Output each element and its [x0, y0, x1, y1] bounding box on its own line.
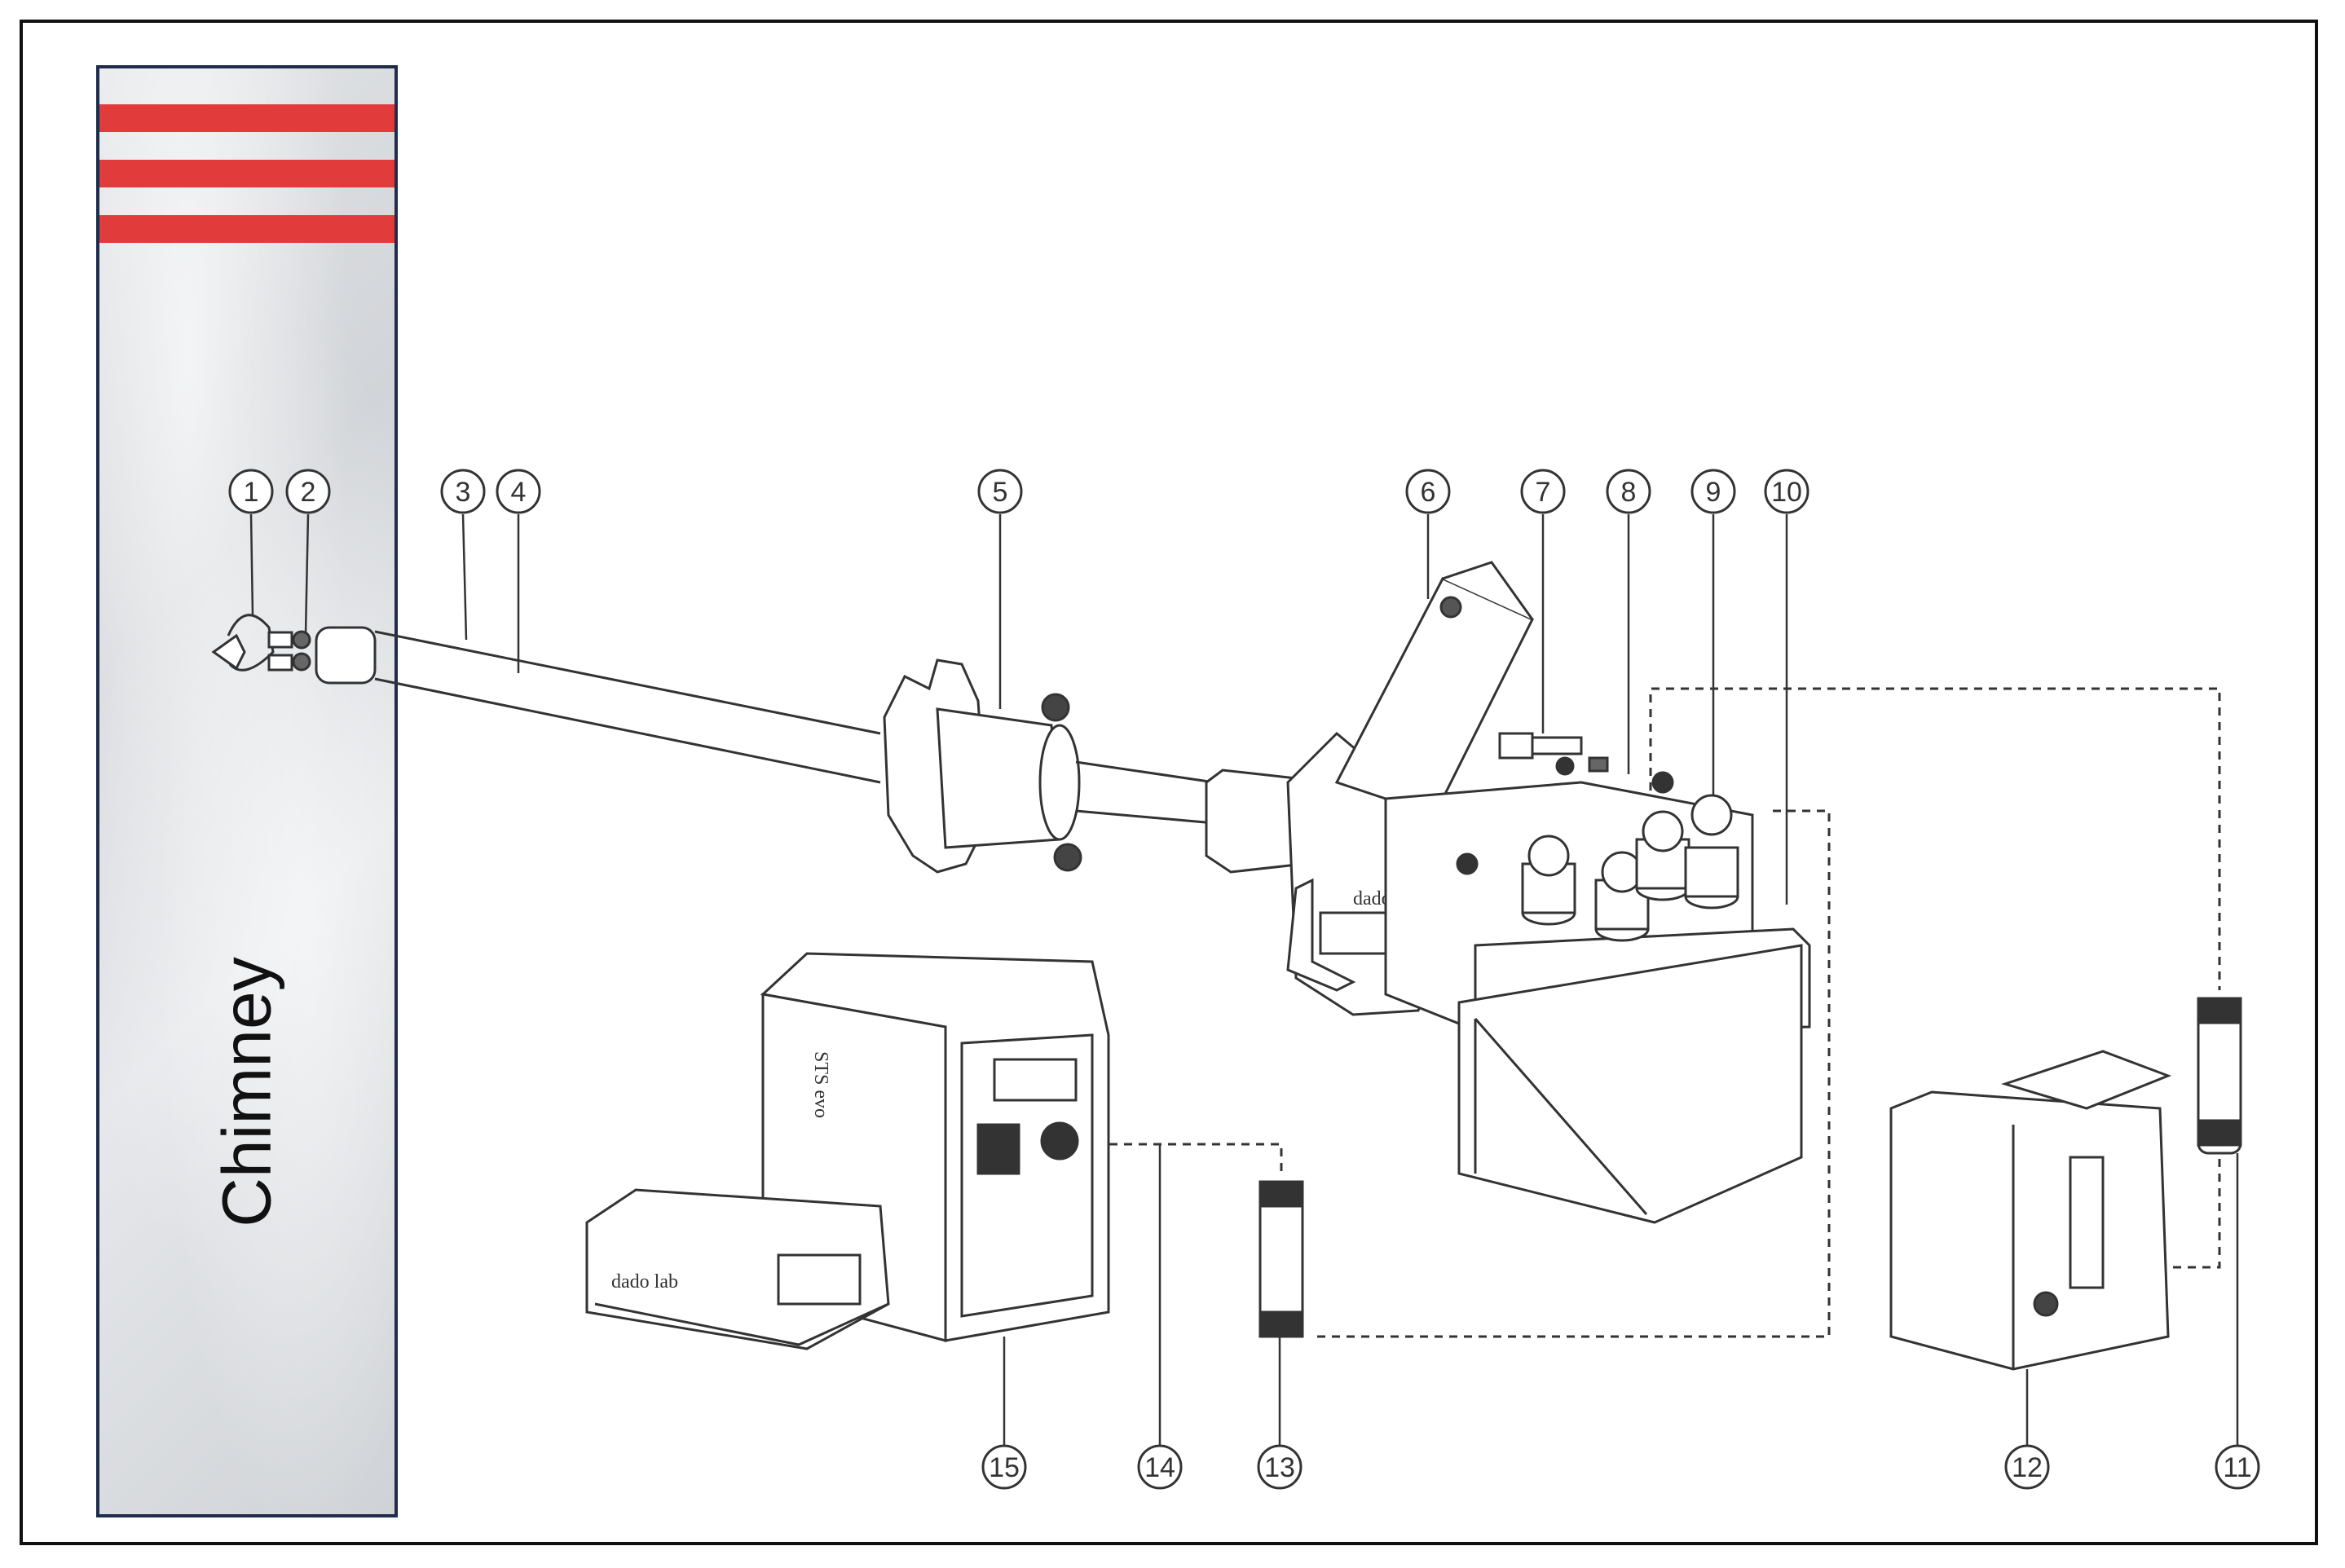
callout-number: 5	[993, 477, 1008, 508]
callout-3: 3	[440, 469, 486, 514]
connection-fitting	[1498, 732, 1609, 776]
callout-number: 10	[1771, 477, 1802, 508]
callout-2: 2	[285, 469, 331, 514]
callout-14: 14	[1137, 1444, 1183, 1490]
sampling-pump-15: STS evo dado lab	[585, 952, 1110, 1350]
callout-15: 15	[981, 1444, 1027, 1490]
callout-circle	[1257, 1444, 1303, 1490]
chimney-stripe	[99, 215, 395, 243]
callout-circle	[496, 469, 541, 514]
callout-6: 6	[1405, 469, 1451, 514]
callout-circle	[2215, 1444, 2260, 1490]
callout-12: 12	[2004, 1444, 2050, 1490]
callout-circle	[440, 469, 486, 514]
callout-circle	[1405, 469, 1451, 514]
brand-label-case: dado lab	[611, 1271, 678, 1293]
callout-number: 11	[2223, 1452, 2251, 1483]
gas-sampler-12	[1889, 1050, 2172, 1371]
callout-circle	[1137, 1444, 1183, 1490]
callout-number: 8	[1621, 477, 1637, 508]
callout-number: 6	[1421, 477, 1436, 508]
sampling-nozzle	[211, 614, 311, 672]
model-label-case: STS evo	[810, 1051, 831, 1118]
callout-circle	[228, 469, 274, 514]
callout-circle	[2004, 1444, 2050, 1490]
chimney-wall	[96, 65, 398, 1517]
callout-circle	[981, 1444, 1027, 1490]
callout-7: 7	[1520, 469, 1566, 514]
callout-10: 10	[1764, 469, 1809, 514]
callout-9: 9	[1690, 469, 1736, 514]
callout-8: 8	[1606, 469, 1651, 514]
callout-number: 4	[511, 477, 527, 508]
callout-leaders	[249, 513, 2239, 1451]
impinger-cooling-unit	[1384, 771, 1811, 1224]
outer-frame	[20, 20, 2318, 1545]
callout-circle	[285, 469, 331, 514]
callout-circle	[1606, 469, 1651, 514]
callout-number: 7	[1536, 477, 1551, 508]
callout-number: 2	[301, 477, 316, 508]
callout-number: 13	[1264, 1452, 1295, 1483]
callout-number: 14	[1144, 1452, 1175, 1483]
callout-circle	[1520, 469, 1566, 514]
callout-number: 12	[2012, 1452, 2043, 1483]
callout-11: 11	[2215, 1444, 2260, 1490]
callout-number: 15	[989, 1452, 1020, 1483]
callout-1: 1	[228, 469, 274, 514]
callout-13: 13	[1257, 1444, 1303, 1490]
sorbent-cartridge-11	[2197, 997, 2242, 1155]
chimney-stripe	[99, 104, 395, 132]
callout-circle	[1690, 469, 1736, 514]
callout-circle	[977, 469, 1023, 514]
callout-number: 3	[456, 477, 471, 508]
callout-4: 4	[496, 469, 541, 514]
mounting-flange	[883, 658, 1215, 874]
callout-5: 5	[977, 469, 1023, 514]
sorbent-cartridge-13	[1258, 1180, 1304, 1338]
callout-circle	[1764, 469, 1809, 514]
heated-probe-tube	[315, 626, 881, 784]
callout-number: 9	[1706, 477, 1721, 508]
chimney-stripe	[99, 160, 395, 187]
callout-number: 1	[244, 477, 259, 508]
